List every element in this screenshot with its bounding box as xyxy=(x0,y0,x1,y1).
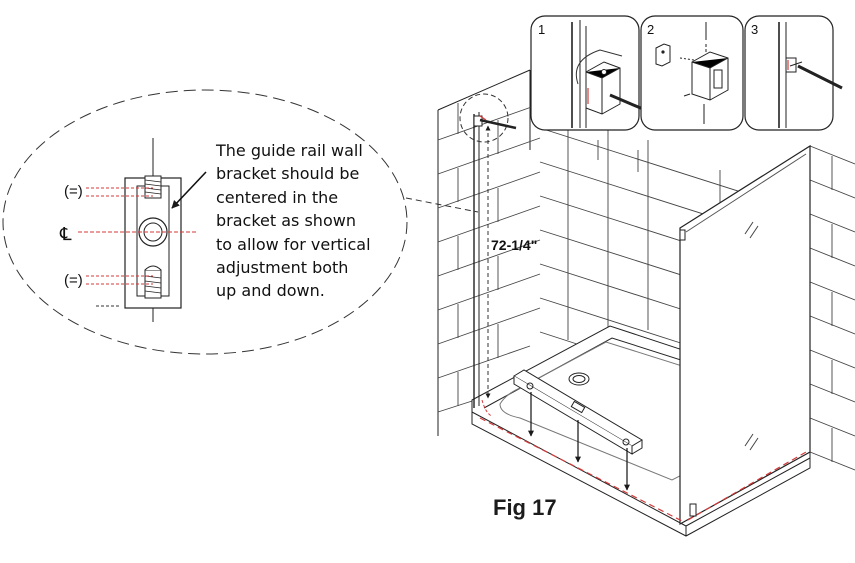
wall-guide-rail xyxy=(473,112,483,408)
bracket-detail-callout: (=) ℄ (=) xyxy=(2,89,479,355)
bottom-screw-icon xyxy=(144,265,162,299)
height-measurement-label: 72-1/4" xyxy=(491,237,537,253)
drain-icon xyxy=(568,372,590,386)
step-number-3: 3 xyxy=(751,22,758,37)
instruction-line: to allow for vertical xyxy=(216,234,371,254)
step-number-2: 2 xyxy=(647,22,654,37)
instruction-line: bracket as shown xyxy=(216,211,356,231)
figure-caption: Fig 17 xyxy=(493,495,557,520)
instruction-line: The guide rail wall xyxy=(216,141,363,160)
fixed-glass-panel xyxy=(679,144,811,526)
top-screw-icon xyxy=(144,175,162,199)
level-tool-icon xyxy=(513,369,643,455)
instruction-line: bracket should be xyxy=(216,164,360,184)
equal-label-top: (=) xyxy=(64,183,83,200)
instruction-line: adjustment both xyxy=(216,258,349,278)
step-panel-3: 3 xyxy=(744,15,843,131)
centerline-symbol: ℄ xyxy=(59,224,72,244)
step-number-1: 1 xyxy=(538,22,545,37)
step-panel-2: 2 xyxy=(640,15,744,131)
equal-label-bottom: (=) xyxy=(64,272,83,289)
shower-enclosure xyxy=(437,69,855,537)
glass-reflection-icon xyxy=(744,221,759,451)
instruction-line: up and down. xyxy=(216,281,325,301)
instruction-line: centered in the xyxy=(216,187,339,207)
bracket-instruction-text: The guide rail wall bracket should be ce… xyxy=(216,139,406,303)
